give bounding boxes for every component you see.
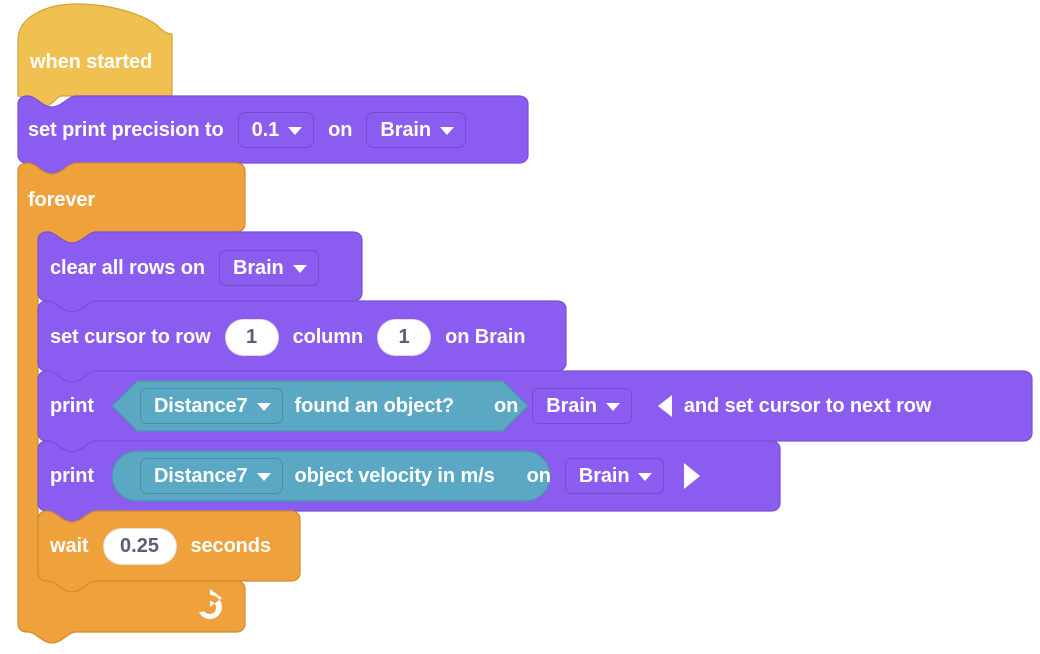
- print-found-expand-label: and set cursor to next row: [683, 395, 932, 417]
- print-found-property-label: found an object?: [294, 395, 455, 417]
- chevron-down-icon: [292, 265, 307, 273]
- print-found-device-value: Brain: [546, 395, 597, 417]
- print-velocity-device-dropdown[interactable]: Brain: [564, 458, 665, 494]
- wait-label-2: seconds: [190, 535, 272, 557]
- when-started-label: when started: [30, 51, 153, 73]
- chevron-down-icon: [638, 473, 653, 481]
- set-cursor-row-value: 1: [246, 326, 258, 348]
- chevron-down-icon: [288, 127, 303, 135]
- chevron-down-icon: [256, 473, 271, 481]
- print-found-sensor-dropdown[interactable]: Distance7: [139, 388, 283, 424]
- set-cursor-column-input[interactable]: 1: [377, 318, 432, 356]
- print-velocity-label-2: on: [526, 465, 551, 487]
- set-print-precision-label-1: set print precision to: [28, 119, 224, 141]
- set-cursor-label-3: on Brain: [445, 326, 526, 348]
- chevron-down-icon: [439, 127, 454, 135]
- set-cursor-label-2: column: [292, 326, 364, 348]
- forever-label: forever: [28, 189, 96, 211]
- print-precision-value: 0.1: [251, 119, 280, 141]
- triangle-left-icon[interactable]: [657, 395, 672, 417]
- clear-all-rows-device-dropdown[interactable]: Brain: [219, 250, 319, 286]
- print-velocity-property-label: object velocity in m/s: [294, 465, 495, 487]
- print-velocity-sensor-value: Distance7: [153, 465, 248, 487]
- print-velocity-device-value: Brain: [578, 465, 630, 487]
- set-cursor-column-value: 1: [398, 326, 410, 348]
- clear-all-rows-device-value: Brain: [233, 257, 284, 279]
- print-precision-device-dropdown[interactable]: Brain: [366, 112, 466, 148]
- set-cursor-row-input[interactable]: 1: [224, 318, 279, 356]
- loop-arrow-icon: [199, 589, 222, 619]
- chevron-down-icon: [256, 403, 271, 411]
- wait-seconds-input[interactable]: 0.25: [102, 527, 177, 565]
- print-found-device-dropdown[interactable]: Brain: [532, 388, 632, 424]
- set-cursor-label-1: set cursor to row: [50, 326, 211, 348]
- print-found-label-1: print: [50, 395, 94, 417]
- wait-seconds-value: 0.25: [120, 535, 159, 557]
- clear-all-rows-label-1: clear all rows on: [50, 257, 206, 279]
- print-precision-device-value: Brain: [380, 119, 431, 141]
- print-found-sensor-value: Distance7: [153, 395, 248, 417]
- chevron-down-icon: [605, 403, 620, 411]
- print-velocity-sensor-dropdown[interactable]: Distance7: [139, 458, 283, 494]
- wait-label-1: wait: [50, 535, 89, 557]
- print-velocity-label-1: print: [50, 465, 94, 487]
- print-found-label-2: on: [494, 395, 519, 417]
- triangle-right-icon[interactable]: [684, 463, 701, 489]
- set-print-precision-label-2: on: [328, 119, 353, 141]
- print-precision-dropdown[interactable]: 0.1: [237, 112, 315, 148]
